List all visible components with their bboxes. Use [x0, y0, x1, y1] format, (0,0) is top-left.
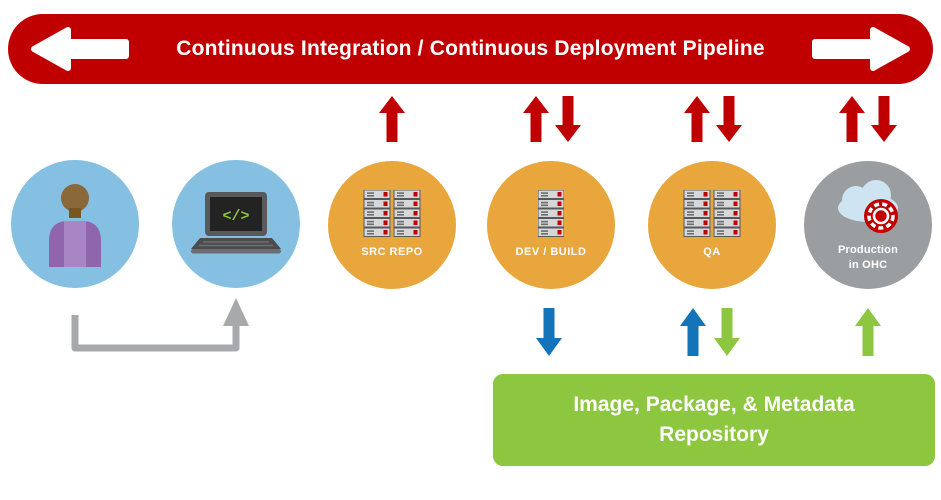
- server-rack-icon: [538, 190, 564, 238]
- workflow-connector-arrow: [71, 298, 249, 352]
- blue-down-arrow-icon: [536, 308, 562, 356]
- node-dev-build: DEV / BUILD: [487, 161, 615, 289]
- code-glyph: </>: [222, 208, 249, 225]
- server-rack-icon: [683, 190, 741, 238]
- person-icon: [49, 184, 101, 267]
- node-src-repo: SRC REPO: [328, 161, 456, 289]
- production-label-line2: in OHC: [848, 258, 888, 271]
- node-label: SRC REPO: [361, 246, 423, 259]
- green-down-arrow-icon: [714, 308, 740, 356]
- right-arrow-icon: [812, 27, 910, 71]
- red-up-arrow-icon: [684, 96, 710, 142]
- node-qa: QA: [648, 161, 776, 289]
- repository-box: Image, Package, & Metadata Repository: [493, 374, 935, 466]
- production-label-line1: Production: [837, 244, 899, 257]
- server-rack-icon: [363, 190, 421, 238]
- node-label: Production in OHC: [838, 243, 898, 272]
- node-label: QA: [703, 246, 721, 259]
- node-workstation: </>: [172, 160, 300, 288]
- node-developer: [11, 160, 139, 288]
- repository-label-line1: Image, Package, & Metadata: [573, 392, 855, 416]
- left-arrow-icon: [31, 27, 129, 71]
- cloud-openshift-icon: [838, 180, 898, 234]
- red-down-arrow-icon: [716, 96, 742, 142]
- red-up-arrow-icon: [839, 96, 865, 142]
- blue-up-arrow-icon: [680, 308, 706, 356]
- pipeline-banner: Continuous Integration / Continuous Depl…: [8, 14, 933, 84]
- red-down-arrow-icon: [871, 96, 897, 142]
- red-up-arrow-icon: [523, 96, 549, 142]
- red-down-arrow-icon: [555, 96, 581, 142]
- red-up-arrow-icon: [379, 96, 405, 142]
- node-production: Production in OHC: [804, 161, 932, 289]
- repository-label-line2: Repository: [659, 423, 769, 446]
- pipeline-title: Continuous Integration / Continuous Depl…: [176, 37, 765, 60]
- laptop-icon: </>: [191, 192, 281, 254]
- green-up-arrow-icon: [855, 308, 881, 356]
- node-label: DEV / BUILD: [515, 246, 587, 259]
